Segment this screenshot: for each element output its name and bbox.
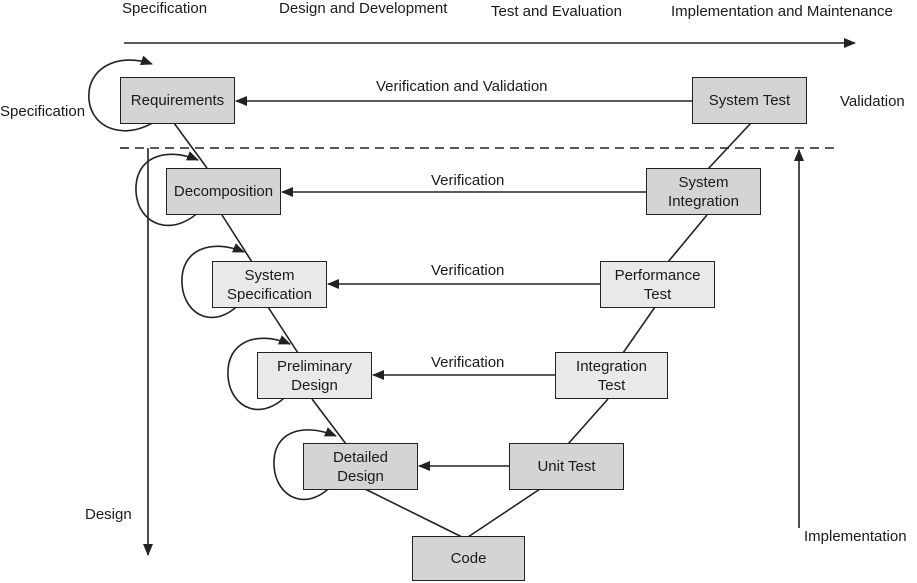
side-label-specification: Specification <box>0 103 86 120</box>
side-label-validation: Validation <box>840 93 905 110</box>
box-requirements: Requirements <box>120 77 235 124</box>
box-performance-test: Performance Test <box>600 261 715 308</box>
box-code: Code <box>412 536 525 581</box>
box-system-specification: System Specification <box>212 261 327 308</box>
phase-implementation-maintenance: Implementation and Maintenance <box>671 3 893 20</box>
loop-decomposition <box>135 151 204 227</box>
box-preliminary-design: Preliminary Design <box>257 352 372 399</box>
box-unit-test: Unit Test <box>509 443 624 490</box>
box-system-test: System Test <box>692 77 807 124</box>
box-integration-test: Integration Test <box>555 352 668 399</box>
arrow-label-row4: Verification <box>431 354 505 371</box>
loop-detailed <box>273 427 337 501</box>
box-system-integration: System Integration <box>646 168 761 215</box>
box-detailed-design: Detailed Design <box>303 443 418 490</box>
loop-system-spec <box>181 243 245 319</box>
side-label-implementation: Implementation <box>804 528 907 545</box>
arrow-label-row2: Verification <box>431 172 505 189</box>
arrow-label-row3: Verification <box>431 262 505 279</box>
side-label-design: Design <box>85 506 132 523</box>
arrow-label-row1: Verification and Validation <box>376 78 548 95</box>
box-decomposition: Decomposition <box>166 168 281 215</box>
loop-preliminary <box>227 335 291 411</box>
loop-requirements <box>88 55 161 132</box>
phase-specification: Specification <box>122 0 208 17</box>
phase-test-evaluation: Test and Evaluation <box>491 3 622 20</box>
phase-design-development: Design and Development <box>279 0 448 17</box>
